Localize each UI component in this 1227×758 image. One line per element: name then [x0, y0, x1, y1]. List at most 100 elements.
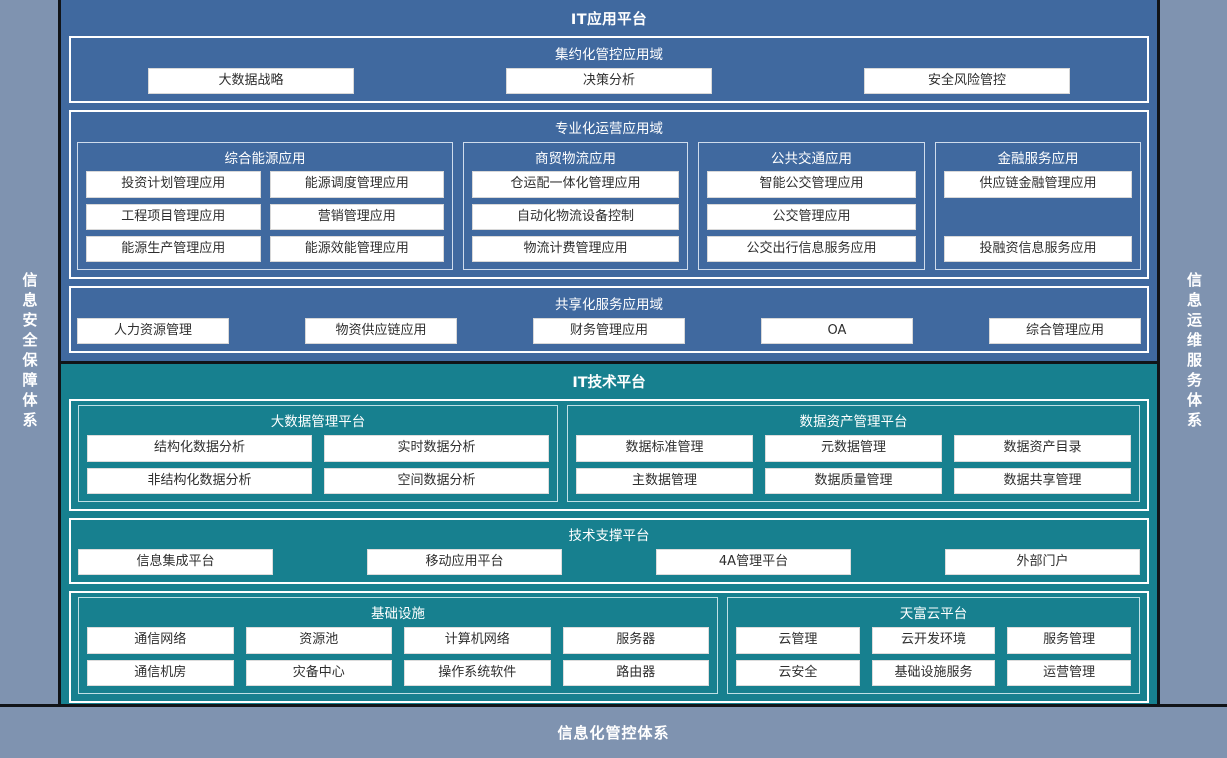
tech-item[interactable]: 云管理 [736, 627, 860, 654]
tech-item-mobile-platform[interactable]: 移动应用平台 [367, 549, 562, 576]
tech-item[interactable]: 结构化数据分析 [87, 435, 312, 462]
app-item-supply-chain[interactable]: 物资供应链应用 [305, 318, 457, 345]
subgroup-title: 公共交通应用 [771, 151, 852, 168]
subgroup-items: 云管理 云开发环境 服务管理 云安全 基础设施服务 运营管理 [736, 627, 1131, 686]
tech-item[interactable]: 云开发环境 [871, 627, 996, 654]
tech-item[interactable]: 通信机房 [87, 659, 234, 686]
tech-item[interactable]: 主数据管理 [576, 467, 753, 495]
app-item-security-risk-control[interactable]: 安全风险管控 [864, 68, 1070, 95]
tech-item[interactable]: 通信网络 [87, 627, 234, 654]
tech-block-data-platforms: 大数据管理平台 结构化数据分析 实时数据分析 非结构化数据分析 空间数据分析 数… [69, 399, 1149, 512]
domain-professional-operations: 专业化运营应用域 综合能源应用 投资计划管理应用 能源调度管理应用 工程项目管理… [69, 110, 1149, 280]
subgroup-infrastructure: 基础设施 通信网络 资源池 计算机网络 服务器 通信机房 灾备中心 操作系统软件… [78, 597, 718, 694]
subgroup-items: 通信网络 资源池 计算机网络 服务器 通信机房 灾备中心 操作系统软件 路由器 [87, 627, 709, 686]
tech-item[interactable]: 运营管理 [1007, 659, 1131, 686]
app-item-general-management[interactable]: 综合管理应用 [989, 318, 1141, 345]
it-technology-platform: IT技术平台 大数据管理平台 结构化数据分析 实时数据分析 非结构化数据分析 空… [61, 361, 1157, 711]
tech-block-support-platform: 技术支撑平台 信息集成平台 移动应用平台 4A管理平台 外部门户 [69, 518, 1149, 585]
tech-item[interactable]: 服务管理 [1007, 627, 1131, 654]
tech-item[interactable]: 数据质量管理 [765, 467, 942, 495]
tech-item[interactable]: 资源池 [245, 627, 392, 654]
center-column: IT应用平台 集约化管控应用域 大数据战略 决策分析 安全风险管控 专业化运营应… [58, 0, 1160, 711]
subgroup-tianfu-cloud-platform: 天富云平台 云管理 云开发环境 服务管理 云安全 基础设施服务 运营管理 [727, 597, 1140, 694]
tech-item[interactable]: 计算机网络 [404, 627, 551, 654]
tech-item[interactable]: 基础设施服务 [871, 659, 996, 686]
app-item[interactable]: 公交管理应用 [707, 203, 916, 230]
domain-title: 专业化运营应用域 [555, 121, 663, 138]
tech-item-integration-platform[interactable]: 信息集成平台 [78, 549, 273, 576]
app-item-hr-management[interactable]: 人力资源管理 [77, 318, 229, 345]
app-item-decision-analysis[interactable]: 决策分析 [506, 68, 712, 95]
subgroup-financial-services: 金融服务应用 供应链金融管理应用 投融资信息服务应用 [935, 142, 1141, 271]
it-technology-platform-title: IT技术平台 [572, 375, 646, 392]
domain-title: 共享化服务应用域 [555, 297, 663, 314]
subgroup-items: 投资计划管理应用 能源调度管理应用 工程项目管理应用 营销管理应用 能源生产管理… [86, 171, 444, 263]
subgroup-items: 结构化数据分析 实时数据分析 非结构化数据分析 空间数据分析 [87, 435, 549, 495]
domain-title: 集约化管控应用域 [555, 47, 663, 63]
app-item[interactable]: 能源效能管理应用 [269, 235, 444, 263]
domain-subgroup-row: 综合能源应用 投资计划管理应用 能源调度管理应用 工程项目管理应用 营销管理应用… [77, 142, 1141, 271]
subgroup-trade-logistics: 商贸物流应用 仓运配一体化管理应用 自动化物流设备控制 物流计费管理应用 [463, 142, 688, 271]
tech-item[interactable]: 实时数据分析 [324, 435, 549, 462]
subgroup-title: 商贸物流应用 [535, 151, 616, 168]
tech-item-row: 信息集成平台 移动应用平台 4A管理平台 外部门户 [78, 549, 1140, 576]
left-rail-label: 信息安全保障体系 [20, 272, 39, 433]
subgroup-title: 大数据管理平台 [270, 414, 366, 431]
tech-item[interactable]: 云安全 [736, 659, 860, 686]
subgroup-items: 数据标准管理 元数据管理 数据资产目录 主数据管理 数据质量管理 数据共享管理 [576, 435, 1131, 495]
subgroup-title: 金融服务应用 [997, 151, 1079, 168]
app-item-oa[interactable]: OA [761, 318, 913, 345]
subgroup-public-transit: 公共交通应用 智能公交管理应用 公交管理应用 公交出行信息服务应用 [698, 142, 925, 271]
tech-item[interactable]: 服务器 [562, 627, 709, 654]
it-application-platform: IT应用平台 集约化管控应用域 大数据战略 决策分析 安全风险管控 专业化运营应… [61, 0, 1157, 362]
tech-item[interactable]: 路由器 [562, 659, 709, 686]
tech-subgroup-row: 大数据管理平台 结构化数据分析 实时数据分析 非结构化数据分析 空间数据分析 数… [78, 405, 1140, 503]
app-item[interactable]: 工程项目管理应用 [86, 203, 261, 230]
app-item[interactable]: 营销管理应用 [269, 203, 444, 230]
tech-item[interactable]: 数据标准管理 [576, 435, 753, 462]
app-item[interactable]: 自动化物流设备控制 [472, 203, 679, 230]
tech-item[interactable]: 非结构化数据分析 [87, 467, 312, 495]
tech-subgroup-row: 基础设施 通信网络 资源池 计算机网络 服务器 通信机房 灾备中心 操作系统软件… [78, 597, 1140, 694]
subgroup-items: 智能公交管理应用 公交管理应用 公交出行信息服务应用 [707, 171, 916, 263]
domain-item-row: 大数据战略 决策分析 安全风险管控 [77, 68, 1141, 95]
footer-governance-system: 信息化管控体系 [0, 704, 1227, 758]
subgroup-big-data-platform: 大数据管理平台 结构化数据分析 实时数据分析 非结构化数据分析 空间数据分析 [78, 405, 558, 503]
tech-item[interactable]: 灾备中心 [245, 659, 392, 686]
subgroup-title: 数据资产管理平台 [799, 414, 908, 431]
subgroup-items: 供应链金融管理应用 投融资信息服务应用 [944, 171, 1132, 263]
app-item[interactable]: 投资计划管理应用 [86, 171, 261, 198]
app-item[interactable]: 供应链金融管理应用 [944, 171, 1132, 198]
app-item[interactable]: 智能公交管理应用 [707, 171, 916, 198]
app-item[interactable]: 物流计费管理应用 [472, 235, 679, 263]
tech-block-title: 技术支撑平台 [568, 528, 650, 545]
app-item[interactable]: 能源生产管理应用 [86, 235, 261, 263]
app-item[interactable]: 投融资信息服务应用 [944, 235, 1132, 263]
app-item[interactable]: 能源调度管理应用 [269, 171, 444, 198]
subgroup-data-asset-platform: 数据资产管理平台 数据标准管理 元数据管理 数据资产目录 主数据管理 数据质量管… [567, 405, 1140, 503]
left-rail-information-security: 信息安全保障体系 [0, 0, 58, 705]
domain-item-row: 人力资源管理 物资供应链应用 财务管理应用 OA 综合管理应用 [77, 318, 1141, 345]
subgroup-integrated-energy: 综合能源应用 投资计划管理应用 能源调度管理应用 工程项目管理应用 营销管理应用… [77, 142, 453, 271]
subgroup-title: 综合能源应用 [224, 151, 306, 168]
spacer [944, 204, 1132, 230]
app-item-finance-management[interactable]: 财务管理应用 [533, 318, 685, 345]
tech-item[interactable]: 空间数据分析 [324, 467, 549, 495]
app-item[interactable]: 仓运配一体化管理应用 [472, 171, 679, 198]
tech-item[interactable]: 元数据管理 [765, 435, 942, 462]
tech-item[interactable]: 数据资产目录 [954, 435, 1131, 462]
subgroup-title: 基础设施 [371, 606, 425, 623]
footer-label: 信息化管控体系 [557, 724, 670, 743]
app-item[interactable]: 公交出行信息服务应用 [707, 235, 916, 263]
tech-item[interactable]: 数据共享管理 [954, 467, 1131, 495]
tech-item-4a-platform[interactable]: 4A管理平台 [656, 549, 851, 576]
tech-item-external-portal[interactable]: 外部门户 [945, 549, 1140, 576]
subgroup-title: 天富云平台 [899, 606, 968, 623]
app-item-big-data-strategy[interactable]: 大数据战略 [148, 68, 354, 95]
subgroup-items: 仓运配一体化管理应用 自动化物流设备控制 物流计费管理应用 [472, 171, 679, 263]
tech-item[interactable]: 操作系统软件 [404, 659, 551, 686]
right-rail-it-operations: 信息运维服务体系 [1160, 0, 1227, 705]
diagram-body: 信息安全保障体系 IT应用平台 集约化管控应用域 大数据战略 决策分析 安全风险… [0, 0, 1227, 711]
tech-block-infrastructure: 基础设施 通信网络 资源池 计算机网络 服务器 通信机房 灾备中心 操作系统软件… [69, 591, 1149, 703]
